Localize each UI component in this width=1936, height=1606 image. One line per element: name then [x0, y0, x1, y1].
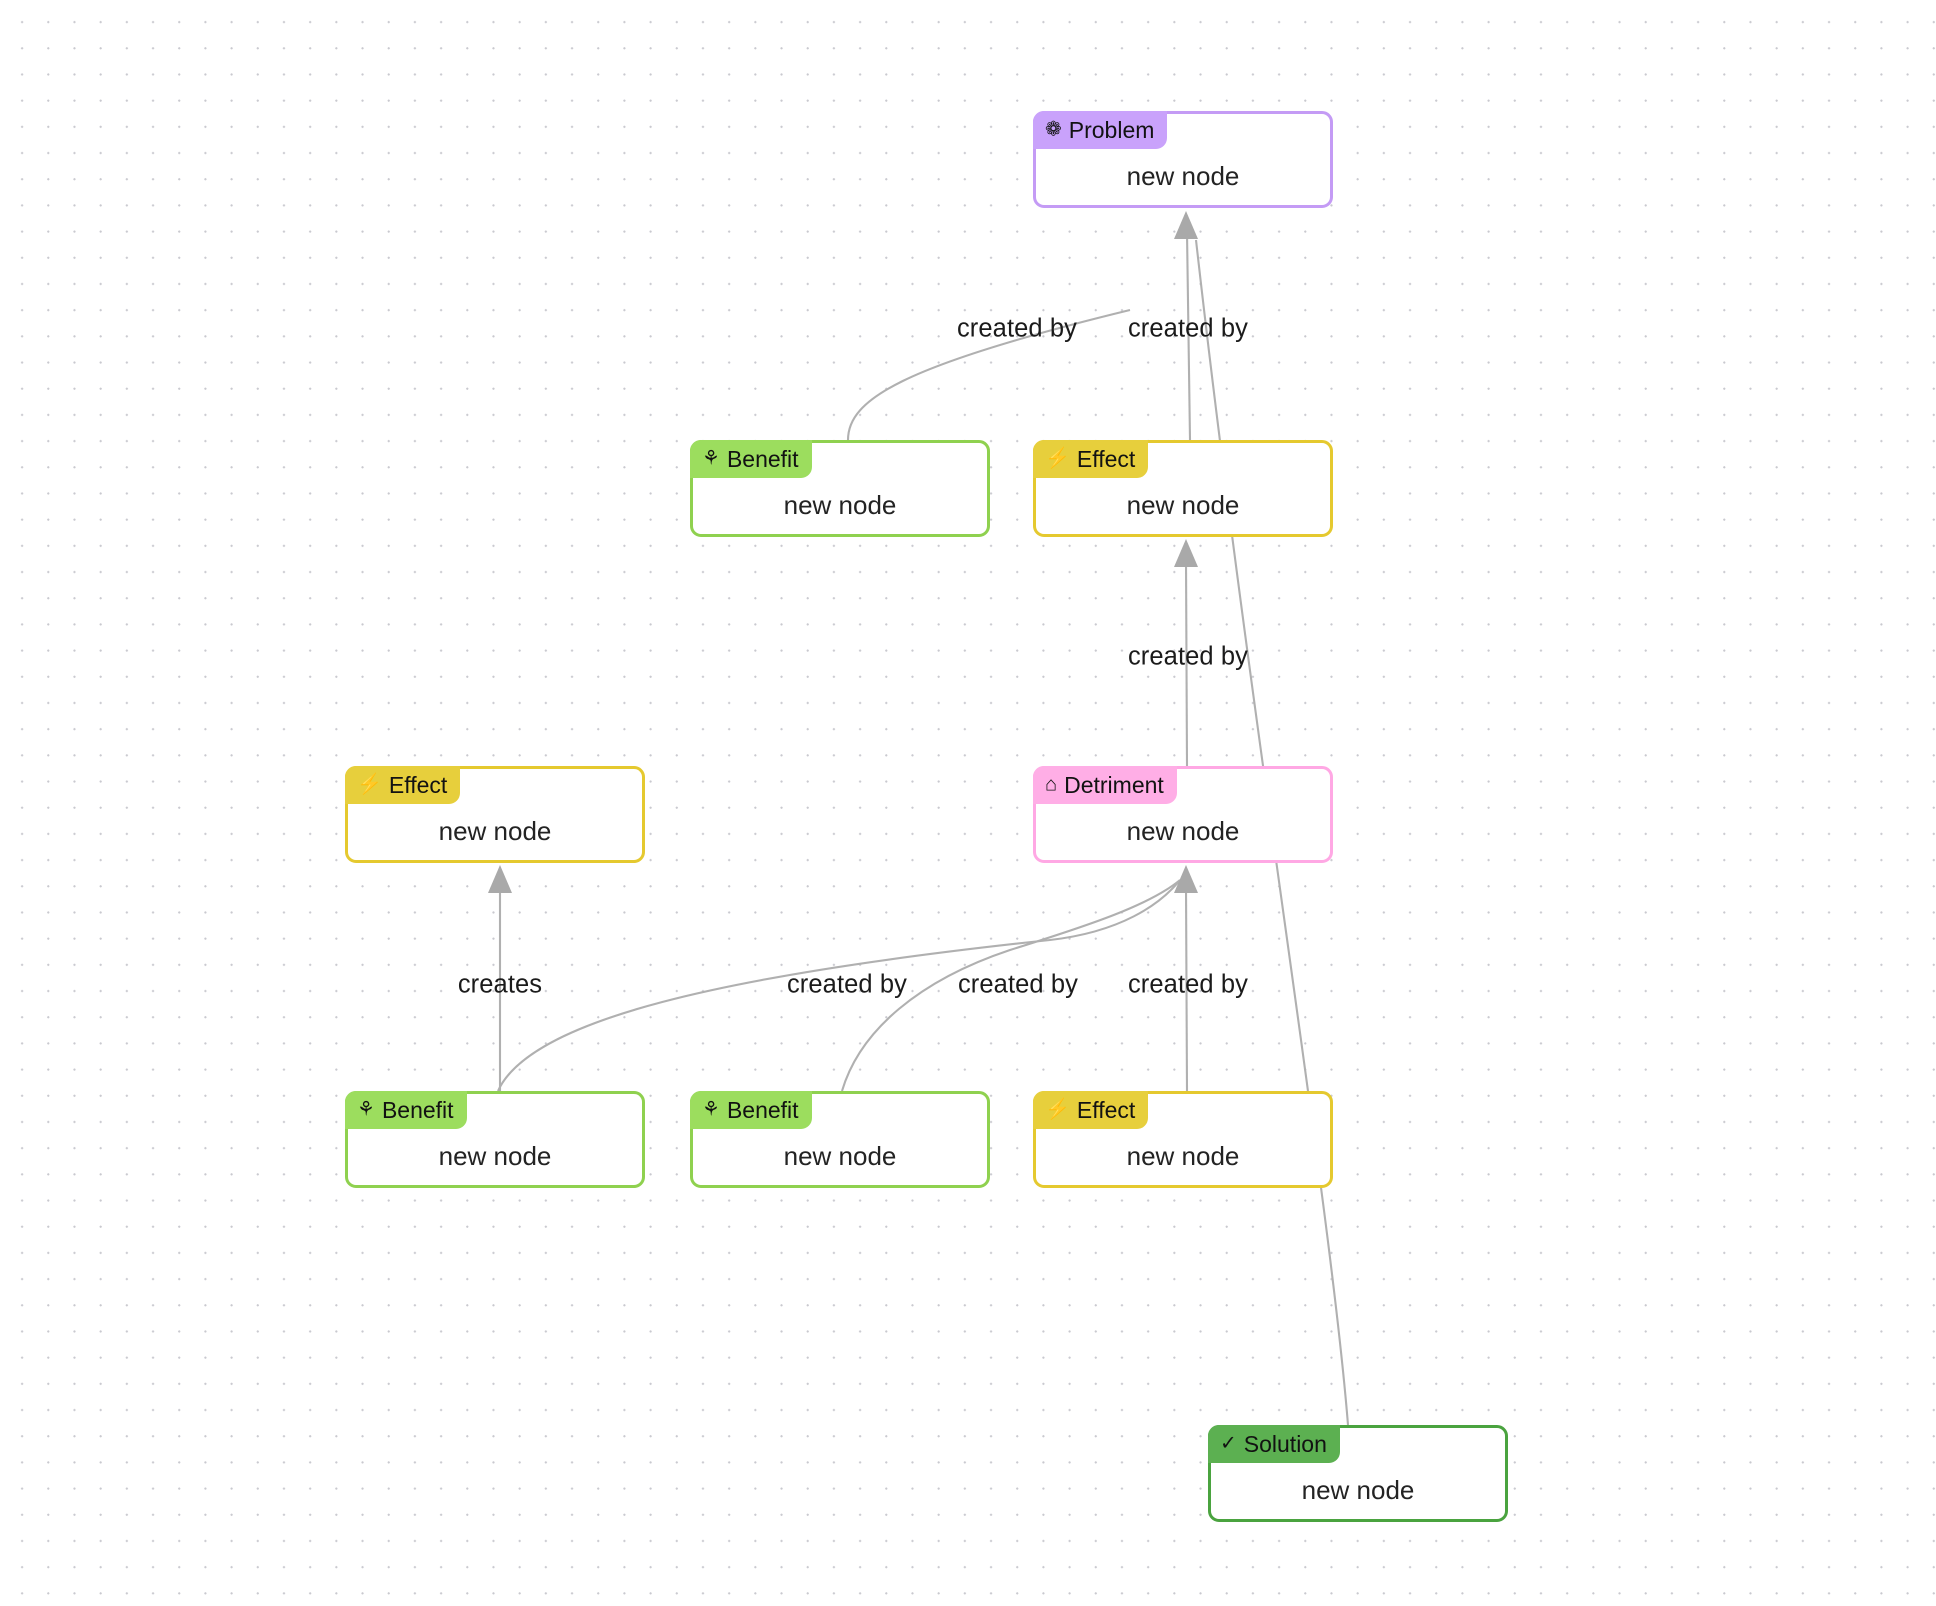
node-benefit-1[interactable]: ⚘ Benefit new node [690, 440, 990, 537]
node-badge-effect: ⚡ Effect [1033, 440, 1149, 478]
node-badge-benefit: ⚘ Benefit [690, 440, 812, 478]
flooded-house-icon: ⌂ [1045, 773, 1058, 796]
lightning-bolt-icon: ⚡ [1045, 447, 1070, 470]
node-problem-1[interactable]: ❁ Problem new node [1033, 111, 1333, 208]
node-badge-effect: ⚡ Effect [345, 766, 461, 804]
lightning-bolt-icon: ⚡ [357, 773, 382, 796]
node-title[interactable]: new node [438, 1141, 552, 1171]
node-title[interactable]: new node [1126, 161, 1240, 191]
node-badge-label: Problem [1068, 116, 1155, 143]
arrowhead-effect2 [488, 865, 512, 893]
node-benefit-2[interactable]: ⚘ Benefit new node [345, 1091, 645, 1188]
edge-label-e5[interactable]: created by [786, 970, 908, 999]
node-badge-effect: ⚡ Effect [1033, 1091, 1149, 1129]
checkmark-icon: ✓ [1220, 1432, 1237, 1455]
node-badge-label: Solution [1243, 1430, 1327, 1457]
node-solution-1[interactable]: ✓ Solution new node [1208, 1425, 1508, 1522]
node-title[interactable]: new node [1126, 490, 1240, 520]
node-badge-detriment: ⌂ Detriment [1033, 766, 1177, 804]
node-badge-label: Benefit [726, 1096, 799, 1123]
edge-label-e4[interactable]: creates [457, 970, 543, 999]
edge-label-e7[interactable]: created by [1127, 970, 1249, 999]
node-badge-problem: ❁ Problem [1033, 111, 1168, 149]
node-badge-label: Benefit [381, 1096, 454, 1123]
arrowhead-problem1 [1174, 211, 1198, 239]
node-benefit-3[interactable]: ⚘ Benefit new node [690, 1091, 990, 1188]
node-title[interactable]: new node [438, 816, 552, 846]
flower-icon: ⚘ [357, 1098, 375, 1121]
arrowhead-effect1 [1174, 539, 1198, 567]
flower-icon: ⚘ [702, 1098, 720, 1121]
node-title[interactable]: new node [783, 490, 897, 520]
edge-label-e1[interactable]: created by [956, 314, 1078, 343]
flower-icon: ⚘ [702, 447, 720, 470]
node-effect-1[interactable]: ⚡ Effect new node [1033, 440, 1333, 537]
node-title[interactable]: new node [1126, 816, 1240, 846]
node-effect-2[interactable]: ⚡ Effect new node [345, 766, 645, 863]
lightning-bolt-icon: ⚡ [1045, 1098, 1070, 1121]
node-badge-solution: ✓ Solution [1208, 1425, 1340, 1463]
arrowhead-detriment1 [1174, 865, 1198, 893]
node-badge-label: Effect [1076, 445, 1136, 472]
node-badge-label: Benefit [726, 445, 799, 472]
node-effect-3[interactable]: ⚡ Effect new node [1033, 1091, 1333, 1188]
edge-label-e6[interactable]: created by [957, 970, 1079, 999]
node-title[interactable]: new node [1126, 1141, 1240, 1171]
node-badge-label: Effect [1076, 1096, 1136, 1123]
node-title[interactable]: new node [783, 1141, 897, 1171]
node-badge-benefit: ⚘ Benefit [690, 1091, 812, 1129]
edge-label-e2[interactable]: created by [1127, 314, 1249, 343]
node-badge-label: Detriment [1064, 771, 1164, 798]
node-badge-label: Effect [388, 771, 448, 798]
node-badge-benefit: ⚘ Benefit [345, 1091, 467, 1129]
puzzle-piece-icon: ❁ [1045, 118, 1062, 141]
node-detriment-1[interactable]: ⌂ Detriment new node [1033, 766, 1333, 863]
node-title[interactable]: new node [1301, 1475, 1415, 1505]
edge-label-e3[interactable]: created by [1127, 642, 1249, 671]
